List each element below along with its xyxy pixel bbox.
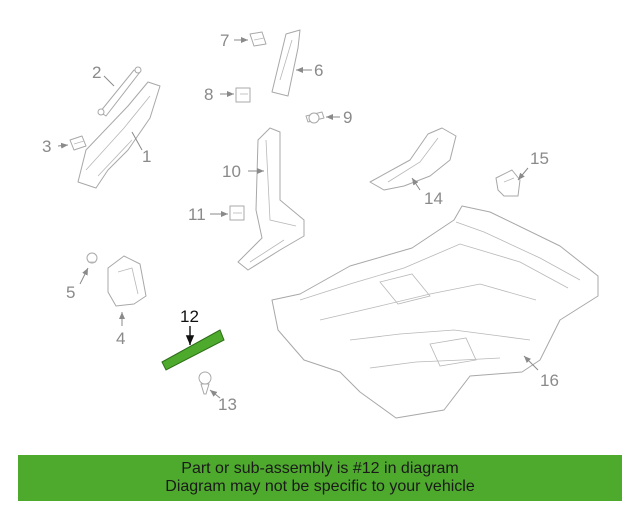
leader-5 xyxy=(79,267,89,285)
clip-part-8 xyxy=(235,87,251,103)
kick-panel-part xyxy=(107,255,147,307)
floor-carpet-part-16 xyxy=(271,205,599,419)
callout-5: 5 xyxy=(66,283,75,302)
scuff-plate-part-12[interactable] xyxy=(161,329,225,371)
banner-line-1: Part or sub-assembly is #12 in diagram xyxy=(181,460,459,477)
callout-11: 11 xyxy=(188,205,206,224)
lower-b-pillar-part xyxy=(237,127,305,271)
a-pillar-trim-part xyxy=(77,81,161,189)
banner-line-2: Diagram may not be specific to your vehi… xyxy=(165,478,475,495)
callout-8: 8 xyxy=(204,85,213,104)
clip-part-3 xyxy=(69,135,87,151)
leader-15 xyxy=(517,167,529,181)
bracket-part-15 xyxy=(495,169,521,197)
clip-part-5 xyxy=(86,252,98,264)
leader-3 xyxy=(57,142,69,149)
callout-10: 10 xyxy=(222,162,241,181)
callout-3: 3 xyxy=(42,137,51,156)
push-pin-part-13 xyxy=(198,371,212,395)
callout-6: 6 xyxy=(314,61,323,80)
callout-14: 14 xyxy=(424,189,443,208)
rear-trim-part-14 xyxy=(369,127,457,191)
leader-14 xyxy=(411,177,421,191)
leader-2 xyxy=(103,75,115,87)
callout-9: 9 xyxy=(343,108,352,127)
clip-part-7 xyxy=(249,31,267,47)
leader-1 xyxy=(131,131,143,151)
screw-part-9 xyxy=(305,111,325,124)
leader-13 xyxy=(209,389,221,399)
leader-16 xyxy=(523,355,539,371)
callout-12: 12 xyxy=(180,307,199,326)
callout-1: 1 xyxy=(142,147,151,166)
callout-13: 13 xyxy=(218,395,237,414)
callout-4: 4 xyxy=(116,329,125,348)
info-banner: Part or sub-assembly is #12 in diagram D… xyxy=(18,455,622,501)
clip-part-11 xyxy=(229,205,245,221)
callout-2: 2 xyxy=(92,63,101,82)
upper-b-pillar-part xyxy=(271,29,301,97)
callout-16: 16 xyxy=(540,371,559,390)
callout-15: 15 xyxy=(530,149,549,168)
strap-part xyxy=(97,66,142,117)
parts-diagram: 1 2 3 4 5 6 7 8 9 10 11 12 13 14 15 16 xyxy=(42,29,599,419)
callout-7: 7 xyxy=(220,31,229,50)
